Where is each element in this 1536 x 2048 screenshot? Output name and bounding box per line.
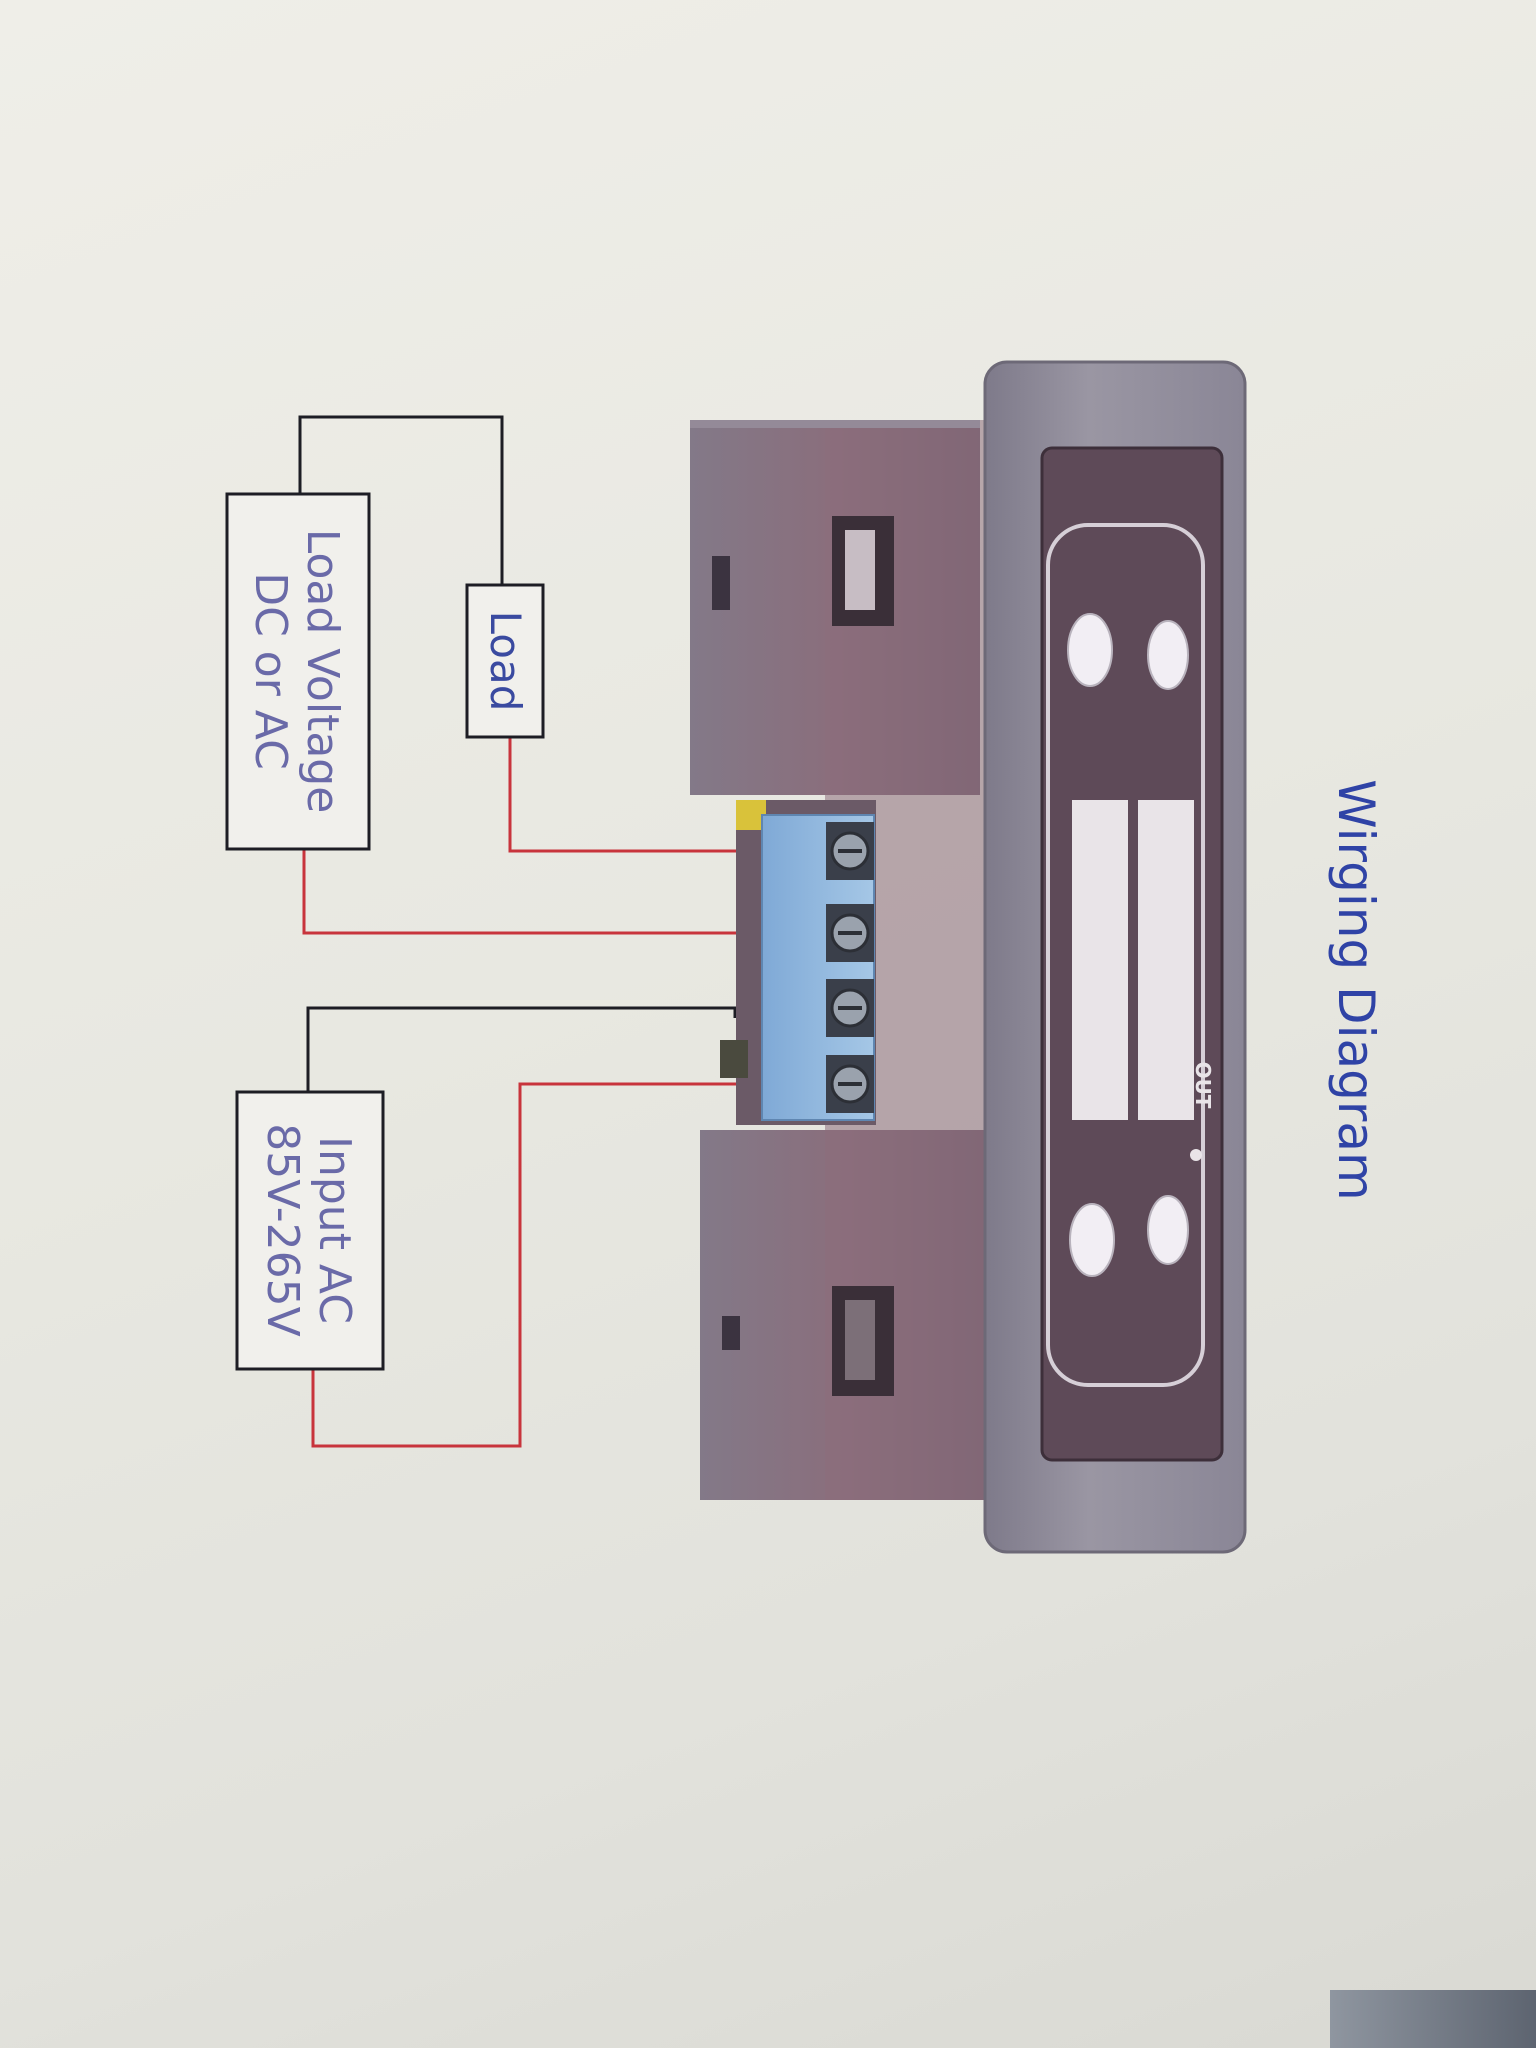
- input-label-line1: Input AC: [309, 1136, 360, 1324]
- page-title: Wirging Diagram: [1327, 779, 1385, 1201]
- controller-device: OUT: [690, 360, 1247, 1554]
- display-window: [1138, 800, 1194, 1120]
- input-red-wire: [311, 1082, 842, 1448]
- panel-button: [1067, 613, 1113, 687]
- panel-button: [1147, 1195, 1189, 1265]
- out-indicator-led: [1190, 1149, 1202, 1161]
- load-voltage-label-line1: Load Voltage: [297, 529, 348, 814]
- input-label-line2: 85V-265V: [257, 1123, 308, 1336]
- panel-button: [1069, 1203, 1115, 1277]
- front-panel-inner: [1046, 523, 1205, 1387]
- load-voltage-label-line2: DC or AC: [245, 572, 296, 770]
- load-red-wire: [508, 737, 842, 853]
- display-window: [1072, 800, 1128, 1120]
- front-panel: [1040, 446, 1224, 1462]
- terminal-screws: [826, 822, 874, 1113]
- panel-button: [1147, 620, 1189, 690]
- small-vent: [712, 556, 730, 610]
- clip-slot-inner: [845, 530, 875, 610]
- load-label: Load: [481, 611, 530, 712]
- load-loop-wire: [298, 415, 504, 585]
- small-vent: [722, 1316, 740, 1350]
- background-edge: [1330, 1990, 1536, 2048]
- out-indicator-label: OUT: [1191, 1062, 1215, 1109]
- input-black-wire: [306, 1006, 737, 1092]
- housing-edge-top: [690, 420, 980, 428]
- clip-slot-inner: [845, 1300, 875, 1380]
- load-voltage-red-wire: [302, 849, 842, 935]
- load-box: [465, 583, 545, 739]
- input-box: [235, 1090, 385, 1371]
- load-voltage-box: [225, 492, 371, 851]
- pcb-component: [720, 1040, 748, 1078]
